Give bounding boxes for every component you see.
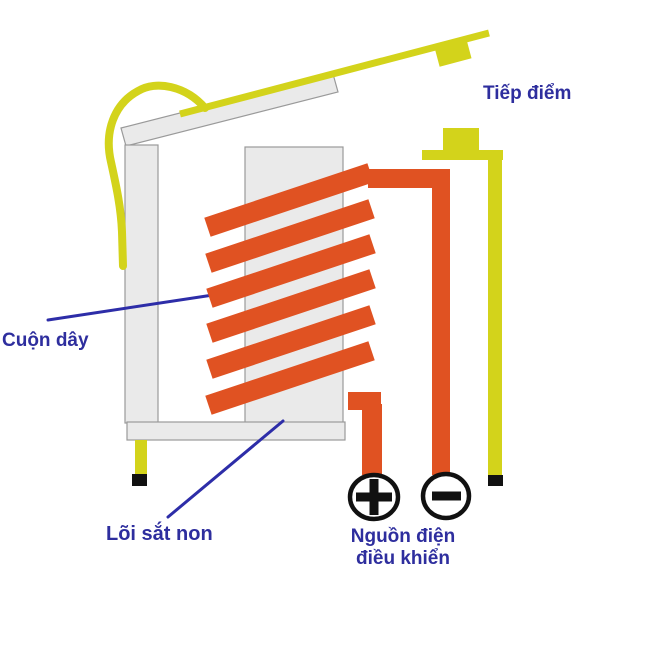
coil-winding-turn (205, 199, 375, 273)
wire-tips-group (132, 474, 503, 486)
core-pointer-line (166, 419, 285, 519)
power-source-label-line1: Nguồn điện (350, 526, 456, 547)
core-label: Lõi sắt non (106, 523, 213, 545)
frame-left-column (124, 144, 159, 424)
right-wire-tip (488, 475, 503, 486)
coil-lead-top-horizontal (368, 169, 450, 188)
terminals-group (347, 471, 472, 522)
frame-base (126, 421, 346, 441)
left-wire-tip (132, 474, 147, 486)
contact-label: Tiếp điểm (483, 83, 572, 104)
plus-terminal-icon (356, 479, 392, 515)
fixed-contact-block (443, 128, 479, 150)
frame-terminal-leg (135, 440, 147, 476)
coil-winding-turn (206, 234, 376, 308)
contact-circuit-group (104, 29, 503, 476)
coil-winding-turn (206, 305, 376, 379)
coil-winding-turn (205, 341, 375, 415)
coil-pointer-line (46, 293, 215, 322)
coil-label: Cuộn dây (2, 330, 89, 351)
power-source-label-line2: điều khiển (356, 548, 450, 569)
coil-winding-turn (204, 163, 374, 237)
coil-winding-turn (206, 269, 376, 343)
armature-wire-loop (104, 81, 209, 270)
coil-group (204, 163, 450, 475)
pointer-lines-group (46, 293, 285, 519)
coil-lead-negative-wire (432, 169, 450, 475)
power-source-label: Nguồn điện điều khiển (330, 526, 476, 570)
moving-contact-pad (433, 35, 472, 67)
fixed-contact-bar (422, 150, 503, 160)
fixed-contact-lead-wire (488, 158, 502, 475)
coil-lead-positive-wire (362, 404, 382, 475)
